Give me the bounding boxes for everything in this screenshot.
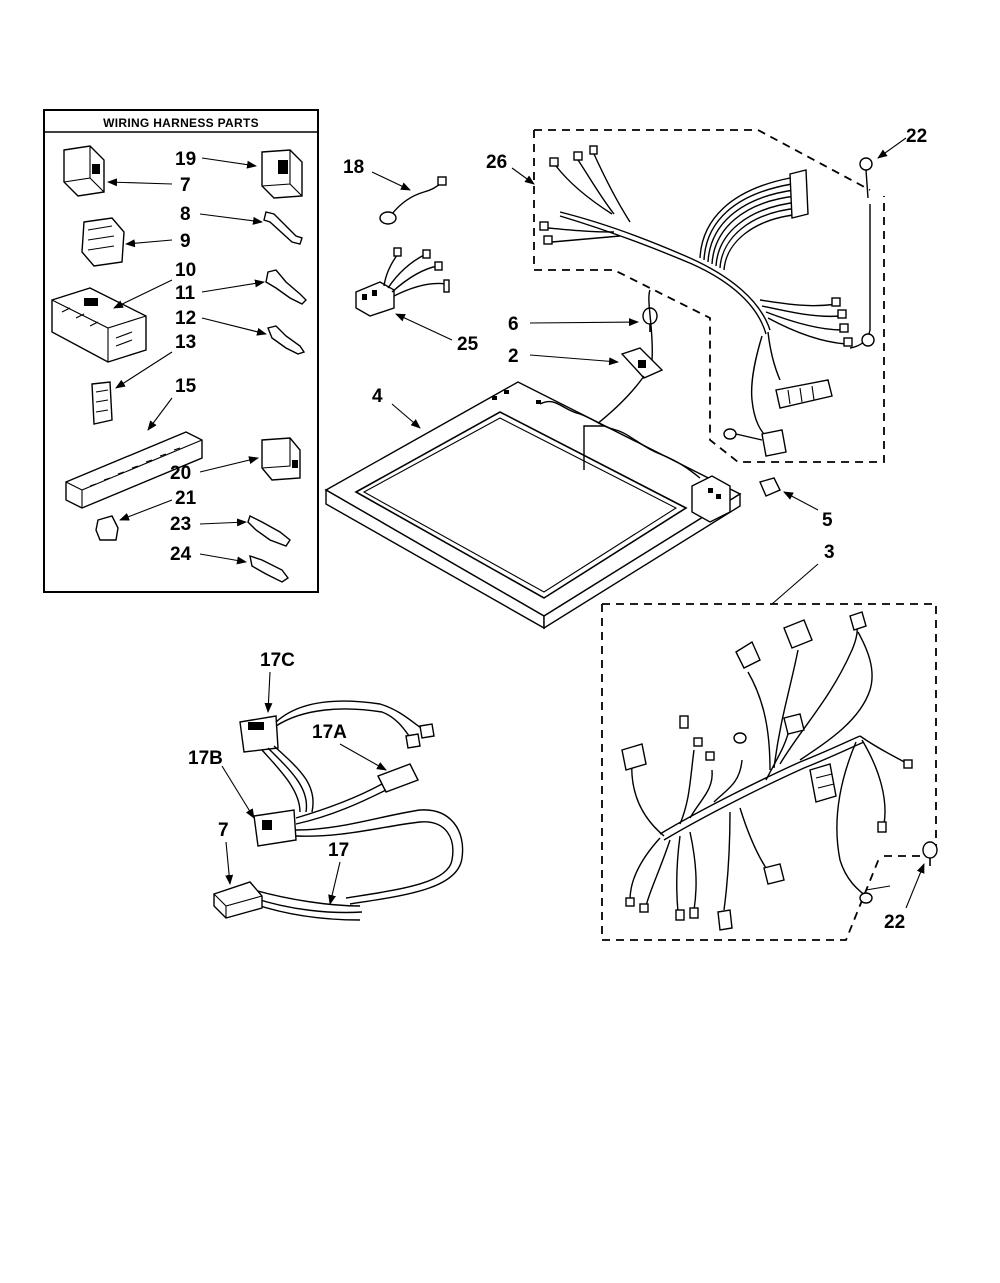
label-5: 5: [822, 510, 833, 531]
part-20-connector: [261, 437, 301, 481]
wiring-harness-parts-box: WIRING HARNESS PARTS: [43, 109, 319, 593]
box-leader-arrows: [107, 157, 267, 565]
part-6-screw: 6: [508, 307, 658, 335]
label-2: 2: [508, 346, 519, 367]
label-23: 23: [170, 514, 191, 535]
label-17b: 17B: [188, 748, 223, 769]
part-4-top-frame: 4: [324, 381, 742, 630]
part-12-terminal: [267, 325, 306, 355]
label-17c: 17C: [260, 650, 295, 671]
label-7: 7: [180, 175, 191, 196]
label-11: 11: [175, 283, 196, 304]
part-26-harness: 26: [486, 126, 927, 463]
label-18: 18: [343, 157, 364, 178]
part-21-clip: [95, 515, 119, 541]
part-25-connector: 25: [355, 247, 479, 355]
ribbon-fan: [699, 169, 809, 271]
part-9-connector: [81, 217, 125, 267]
label-13: 13: [175, 332, 196, 353]
label-17: 17: [328, 840, 349, 861]
part-18-sensor: 18: [343, 157, 447, 225]
part-17-harness-assembly: 17C 17A 17B 7 17: [188, 650, 464, 921]
label-3: 3: [824, 542, 835, 563]
part-19-connector: [261, 149, 303, 199]
label-22-top: 22: [906, 126, 927, 147]
label-7-harness: 7: [218, 820, 229, 841]
label-24: 24: [170, 544, 192, 565]
label-9: 9: [180, 231, 191, 252]
label-17a: 17A: [312, 722, 347, 743]
label-12: 12: [175, 308, 196, 329]
label-19: 19: [175, 149, 196, 170]
label-8: 8: [180, 204, 191, 225]
label-26: 26: [486, 152, 507, 173]
label-20: 20: [170, 463, 191, 484]
label-25: 25: [457, 334, 479, 355]
part-3-main-harness: 3: [601, 542, 938, 941]
part-23-terminal: [247, 515, 291, 547]
part-13-connector: [91, 381, 113, 425]
part-24-terminal: [249, 554, 290, 583]
box-title: WIRING HARNESS PARTS: [103, 116, 259, 130]
label-6: 6: [508, 314, 519, 335]
label-10: 10: [175, 260, 196, 281]
part-15-long-connector: [65, 431, 203, 509]
label-4: 4: [372, 386, 383, 407]
label-21: 21: [175, 488, 197, 509]
part-8-terminal: [263, 211, 303, 245]
label-22-bottom: 22: [884, 912, 905, 933]
label-15: 15: [175, 376, 197, 397]
part-5-clip: 5: [759, 477, 833, 531]
part-11-terminal: [265, 269, 307, 305]
part-7-connector: [63, 145, 105, 197]
